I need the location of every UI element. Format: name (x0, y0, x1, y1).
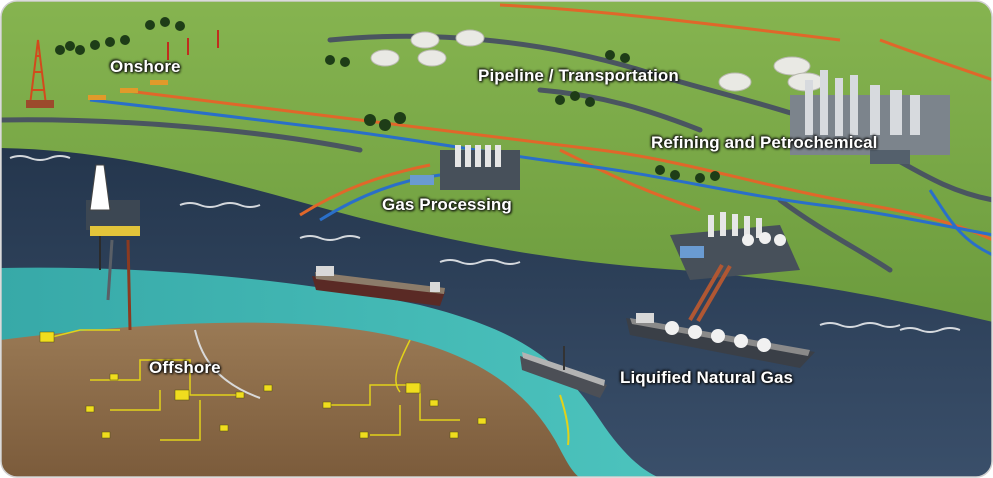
tanker-ship-icon (312, 266, 445, 306)
label-gas-processing: Gas Processing (382, 195, 512, 214)
tree-icon (55, 17, 720, 183)
lng-terminal (670, 212, 800, 280)
export-riser (194, 329, 261, 399)
label-refining-petrochemical: Refining and Petrochemical (651, 133, 878, 152)
subsea-wellhead-icon (39, 331, 487, 439)
rig-base (26, 100, 54, 108)
label-liquified-natural-gas: Liquified Natural Gas (620, 368, 794, 387)
label-offshore: Offshore (149, 358, 221, 377)
gas-processing-plant (410, 145, 520, 190)
label-pipeline-transportation: Pipeline / Transportation (478, 66, 679, 85)
shore-waves (9, 155, 961, 333)
drilling-rig-icon (29, 39, 47, 106)
tanker-line (559, 394, 570, 446)
refinery-icon (790, 70, 950, 164)
pump-jack-icon (88, 80, 168, 100)
flare-stack-icon (167, 30, 219, 60)
orange-pipelines (119, 3, 992, 242)
drillship-icon (520, 346, 607, 398)
lng-jetty (688, 263, 732, 323)
lng-carrier-icon (626, 313, 815, 368)
label-onshore: Onshore (110, 57, 181, 76)
offshore-platform-icon (86, 164, 140, 331)
seabed (1, 322, 580, 477)
